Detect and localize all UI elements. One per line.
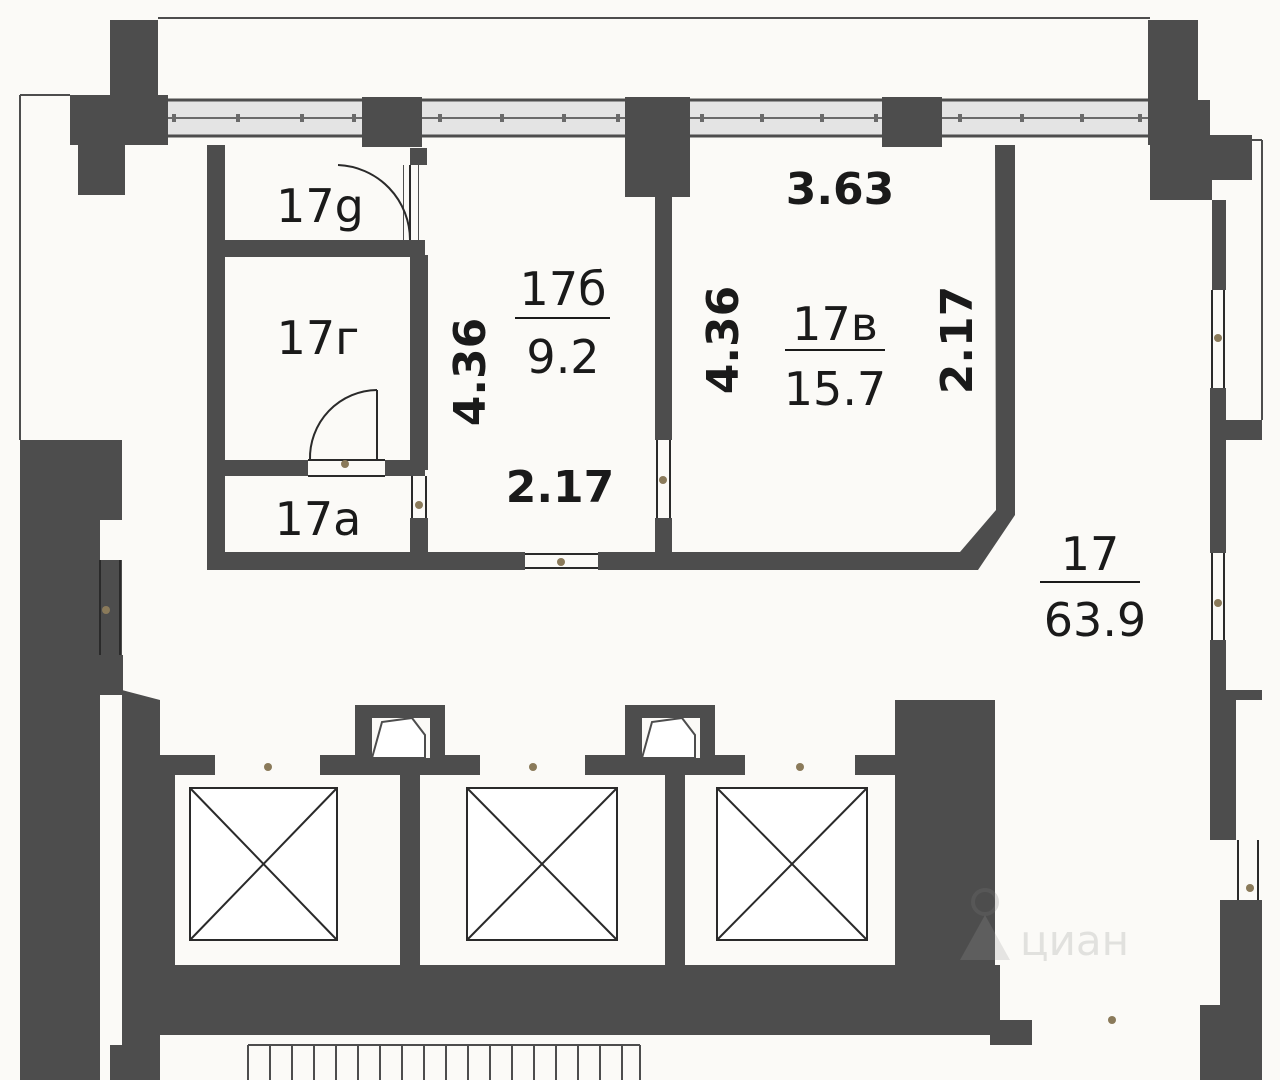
dim-17v-right: 2.17: [932, 286, 983, 395]
outer-boundary: [19, 17, 1263, 440]
room-17v-area: 15.7: [784, 362, 886, 416]
dim-17b-bottom: 2.17: [506, 462, 615, 513]
staircase: [247, 1044, 641, 1080]
room-17b-label: 17б: [520, 262, 607, 316]
dimension-labels: 3.63 2.17 4.36 4.36 2.17: [445, 164, 983, 513]
left-window: [99, 560, 121, 655]
room-17g-label: 17г: [277, 311, 360, 365]
elevator-shaft-3: [685, 775, 895, 965]
watermark-text: циан: [1020, 916, 1129, 965]
walls: [20, 20, 1262, 1080]
shaft-vents: [370, 716, 700, 759]
room-17d-label: 17g: [276, 179, 364, 233]
door-17d: [337, 164, 419, 241]
room-17-area: 63.9: [1044, 593, 1146, 647]
light-markers: [102, 334, 1254, 1024]
opening-17b-entry: [525, 553, 598, 569]
dim-17v-top: 3.63: [786, 164, 895, 215]
dim-17v-left: 4.36: [698, 286, 749, 395]
room-17-label: 17: [1061, 527, 1120, 581]
right-windows: [1211, 290, 1259, 900]
room-17a-label: 17a: [275, 492, 362, 546]
map-pin-icon: [960, 887, 1010, 960]
elevator-shaft-2: [420, 775, 665, 965]
doors: [99, 164, 1259, 900]
opening-17v: [656, 440, 671, 518]
dim-17b-left: 4.36: [445, 318, 496, 427]
room-17v-label: 17в: [792, 297, 878, 351]
watermark: циан: [960, 887, 1129, 965]
opening-17a: [411, 476, 427, 518]
room-labels: 17g 17г 17a 17б 9.2 17в 15.7 17 63.9: [275, 179, 1147, 647]
elevator-shaft-1: [175, 775, 400, 965]
elevator-shafts: [175, 775, 895, 965]
room-17b-area: 9.2: [526, 330, 599, 384]
door-17g: [308, 389, 385, 477]
